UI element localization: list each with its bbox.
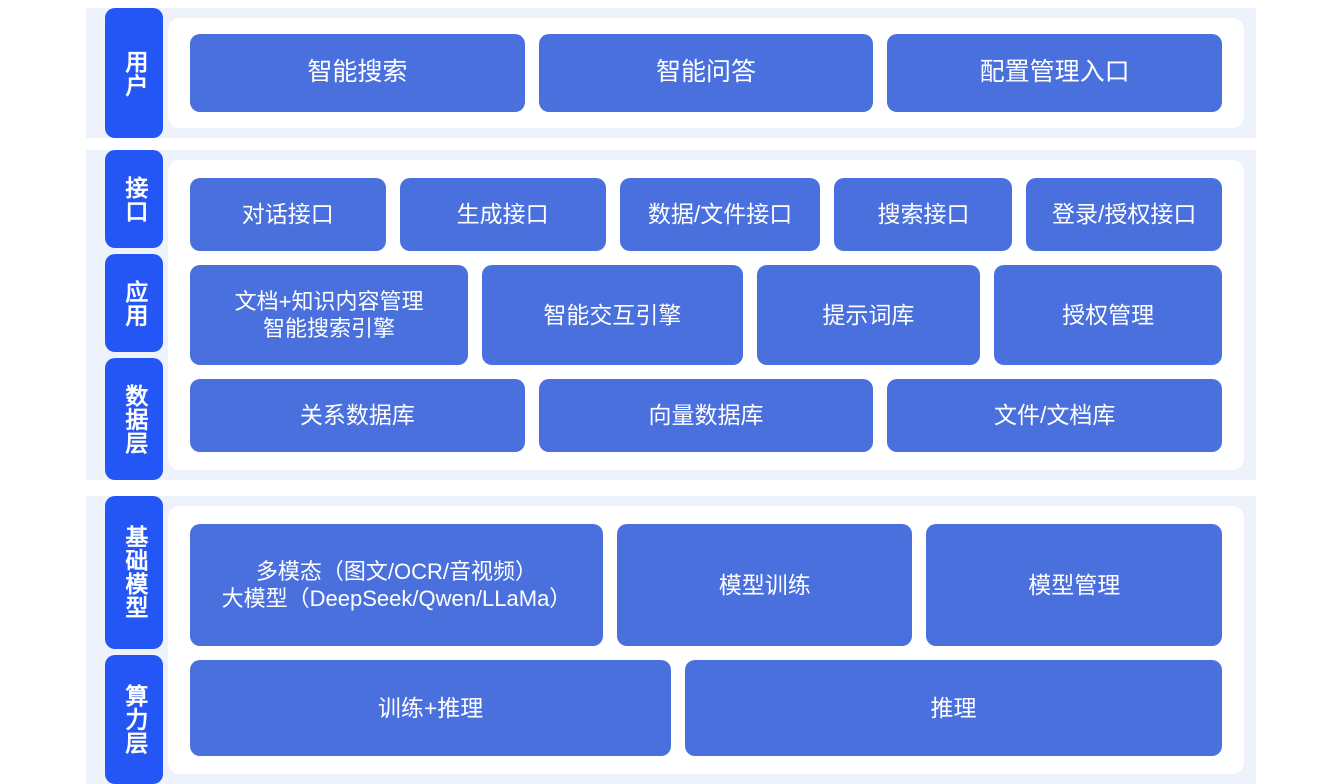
layer-tab-data[interactable]: 数据层 (105, 358, 163, 481)
box-smart-interaction-engine[interactable]: 智能交互引擎 (482, 265, 743, 365)
row-user-entries: 智能搜索 智能问答 配置管理入口 (190, 34, 1223, 112)
row-application: 文档+知识内容管理 智能搜索引擎 智能交互引擎 提示词库 授权管理 (190, 265, 1222, 365)
box-search-api[interactable]: 搜索接口 (834, 178, 1013, 252)
layer-tab-compute[interactable]: 算力层 (105, 654, 163, 784)
layer-tab-column-infra: 基础模型 算力层 (86, 496, 163, 784)
box-inference[interactable]: 推理 (685, 660, 1222, 756)
box-dialog-api[interactable]: 对话接口 (190, 178, 386, 252)
box-config-management-entry[interactable]: 配置管理入口 (887, 34, 1223, 112)
panel-infrastructure: 多模态（图文/OCR/音视频） 大模型（DeepSeek/Qwen/LLaMa）… (168, 506, 1244, 774)
box-vector-database[interactable]: 向量数据库 (538, 378, 874, 452)
section-user: 用户 智能搜索 智能问答 配置管理入口 (86, 8, 1256, 138)
box-relational-database[interactable]: 关系数据库 (190, 378, 525, 452)
row-interface: 对话接口 生成接口 数据/文件接口 搜索接口 登录/授权接口 (190, 178, 1222, 252)
tab-spacer (105, 649, 163, 655)
box-document-knowledge-management[interactable]: 文档+知识内容管理 智能搜索引擎 (190, 265, 469, 365)
row-compute-layer: 训练+推理 推理 (190, 660, 1222, 756)
row-foundation-model: 多模态（图文/OCR/音视频） 大模型（DeepSeek/Qwen/LLaMa）… (190, 524, 1222, 647)
box-training-and-inference[interactable]: 训练+推理 (190, 660, 672, 756)
box-smart-qa[interactable]: 智能问答 (538, 34, 874, 112)
layer-tab-application[interactable]: 应用 (105, 254, 163, 353)
row-data-layer: 关系数据库 向量数据库 文件/文档库 (190, 378, 1223, 452)
box-generation-api[interactable]: 生成接口 (399, 178, 606, 252)
layer-tab-user[interactable]: 用户 (105, 8, 163, 138)
panel-middle: 对话接口 生成接口 数据/文件接口 搜索接口 登录/授权接口 文档+知识内容管理… (168, 160, 1244, 470)
box-file-document-store[interactable]: 文件/文档库 (887, 378, 1223, 452)
box-model-training[interactable]: 模型训练 (616, 524, 913, 647)
layer-tab-interface[interactable]: 接口 (105, 150, 163, 249)
box-login-auth-api[interactable]: 登录/授权接口 (1026, 178, 1222, 252)
box-authorization-management[interactable]: 授权管理 (994, 265, 1222, 365)
box-prompt-library[interactable]: 提示词库 (756, 265, 981, 365)
panel-user: 智能搜索 智能问答 配置管理入口 (168, 18, 1244, 128)
box-data-file-api[interactable]: 数据/文件接口 (619, 178, 821, 252)
box-multimodal-large-model[interactable]: 多模态（图文/OCR/音视频） 大模型（DeepSeek/Qwen/LLaMa） (190, 524, 603, 647)
layer-tab-column-middle: 接口 应用 数据层 (86, 150, 163, 481)
box-smart-search[interactable]: 智能搜索 (190, 34, 525, 112)
layer-tab-column-user: 用户 (86, 8, 163, 138)
section-infrastructure: 基础模型 算力层 多模态（图文/OCR/音视频） 大模型（DeepSeek/Qw… (86, 496, 1256, 784)
layer-tab-foundation-model[interactable]: 基础模型 (105, 496, 163, 649)
section-middle: 接口 应用 数据层 对话接口 生成接口 数据/文件接口 搜索接口 登录/授权接口… (86, 150, 1256, 481)
box-model-management[interactable]: 模型管理 (926, 524, 1222, 647)
